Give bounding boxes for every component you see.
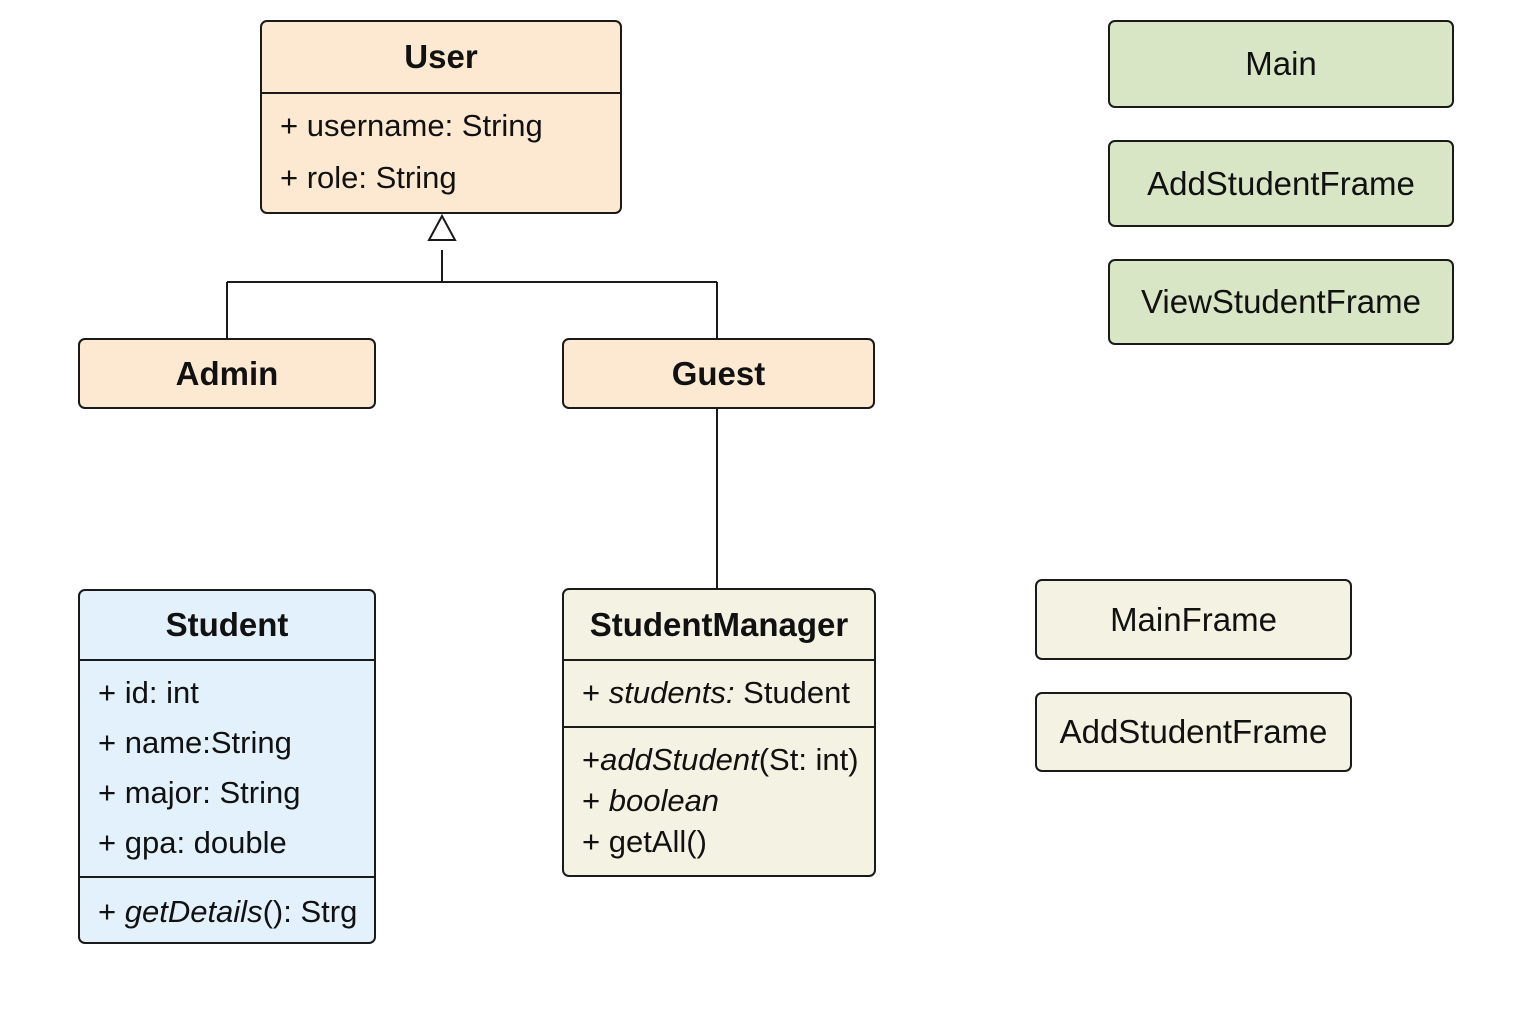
user-attribute: + role: String <box>280 160 457 195</box>
attribute-name: students: <box>608 675 735 710</box>
student-class[interactable]: Student + id: int + name:String + major:… <box>78 589 376 944</box>
main-class-label: Main <box>1245 45 1317 82</box>
guest-class[interactable]: Guest <box>562 338 875 409</box>
method-name: addStudent <box>600 742 759 777</box>
add-student-frame-box-2[interactable]: AddStudentFrame <box>1035 692 1352 772</box>
method-name: getDetails <box>124 894 263 929</box>
user-class-name: User <box>404 38 478 75</box>
student-attributes: + id: int + name:String + major: String … <box>80 659 374 876</box>
student-attribute: + id: int <box>98 675 199 710</box>
student-manager-methods: +addStudent(St: int) + boolean + getAll(… <box>564 726 874 860</box>
student-attribute: + name:String <box>98 725 292 760</box>
student-manager-method: + boolean <box>582 783 874 824</box>
admin-class-name: Admin <box>175 354 279 392</box>
method-name: boolean <box>608 783 720 818</box>
student-manager-method: +addStudent(St: int) <box>582 742 874 783</box>
user-attribute: + username: String <box>280 108 543 143</box>
view-student-frame-box[interactable]: ViewStudentFrame <box>1108 259 1454 345</box>
student-class-name: Student <box>165 606 289 643</box>
view-student-frame-label: ViewStudentFrame <box>1140 283 1422 320</box>
student-manager-attribute: + students: Student <box>582 675 874 711</box>
student-manager-attributes: + students: Student <box>564 659 874 726</box>
add-student-frame-label-2: AddStudentFrame <box>1059 713 1328 750</box>
student-methods: + getDetails(): Strg <box>80 876 374 930</box>
user-class[interactable]: User + username: String + role: String <box>260 20 622 214</box>
method-prefix: + <box>98 894 125 929</box>
student-attribute: + gpa: double <box>98 825 287 860</box>
admin-class[interactable]: Admin <box>78 338 376 409</box>
generalization-arrowhead <box>427 213 457 241</box>
attribute-type: Student <box>734 675 851 710</box>
method-prefix: + <box>582 783 609 818</box>
generalization-line <box>226 250 718 338</box>
add-student-frame-box[interactable]: AddStudentFrame <box>1108 140 1454 227</box>
main-class-box[interactable]: Main <box>1108 20 1454 108</box>
main-frame-label: MainFrame <box>1110 600 1277 638</box>
attribute-prefix: + <box>582 675 609 710</box>
user-attributes: + username: String + role: String <box>262 92 620 212</box>
guest-class-name: Guest <box>671 354 766 392</box>
method-signature: (): Strg <box>262 894 358 929</box>
student-method: + getDetails(): Strg <box>98 894 374 930</box>
student-manager-class-name: StudentManager <box>589 605 849 643</box>
student-manager-class[interactable]: StudentManager + students: Student +addS… <box>562 588 876 877</box>
method-signature: (St: int) <box>758 742 859 777</box>
main-frame-box[interactable]: MainFrame <box>1035 579 1352 660</box>
method-prefix: + <box>582 742 601 777</box>
student-manager-method: + getAll() <box>582 824 707 859</box>
add-student-frame-label: AddStudentFrame <box>1147 164 1415 202</box>
student-attribute: + major: String <box>98 775 301 810</box>
